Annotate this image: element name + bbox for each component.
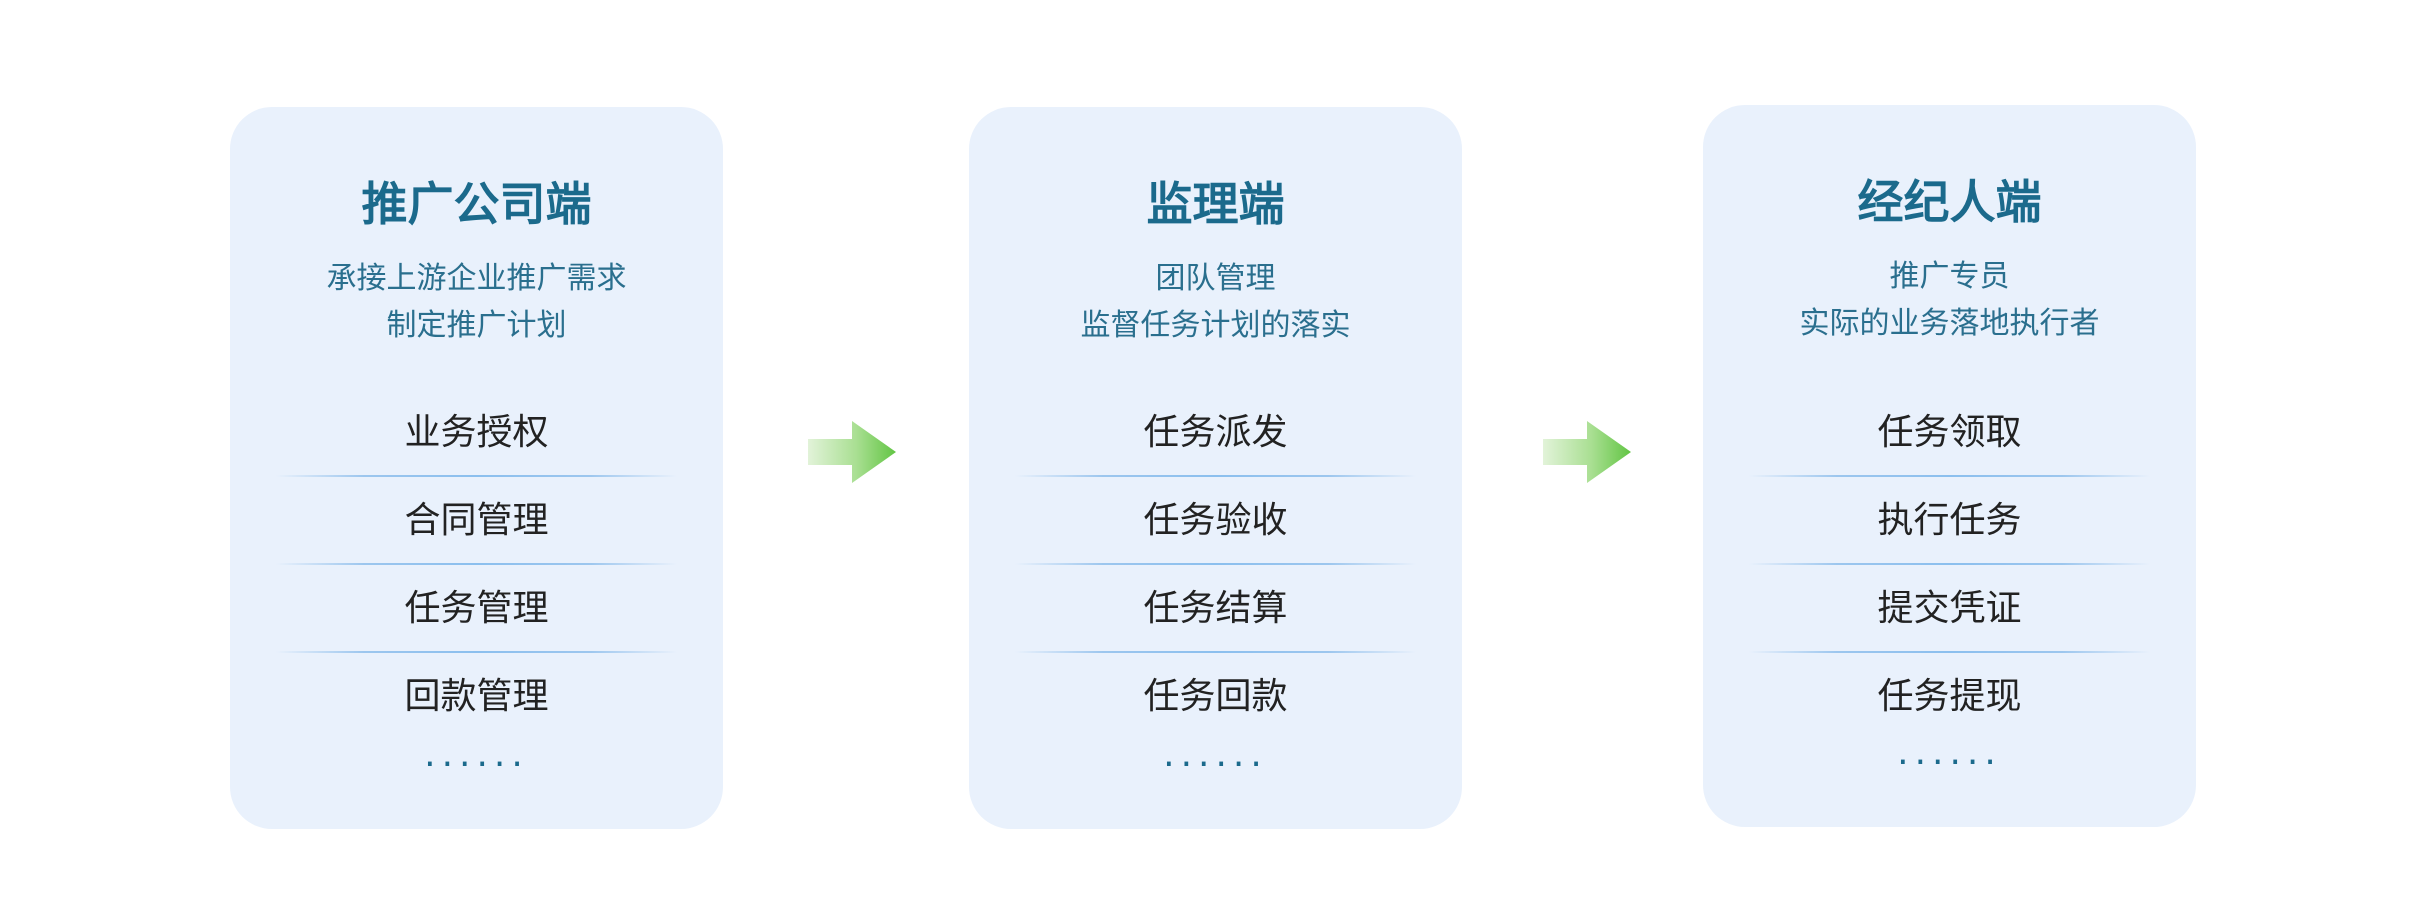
list-item-label: 任务派发 bbox=[1143, 412, 1288, 453]
list-item: 任务派发 bbox=[969, 389, 1462, 477]
list-item-label: 任务验收 bbox=[1143, 500, 1288, 541]
divider bbox=[276, 475, 677, 477]
card-description: 团队管理 监督任务计划的落实 bbox=[969, 255, 1462, 349]
list-item: 业务授权 bbox=[230, 389, 723, 477]
list-item: 任务验收 bbox=[969, 477, 1462, 565]
card-description-line: 推广专员 bbox=[1889, 259, 2010, 294]
card-item-list: 业务授权 合同管理 任务管理 回款管理 bbox=[230, 389, 723, 741]
card-agent: 经纪人端 推广专员 实际的业务落地执行者 任务领取 执行任务 提交凭证 任务提现… bbox=[1703, 105, 2196, 827]
card-description-line: 监督任务计划的落实 bbox=[1080, 308, 1351, 343]
right-arrow-icon bbox=[1543, 421, 1631, 483]
list-item-label: 任务领取 bbox=[1877, 412, 2022, 453]
divider bbox=[1749, 475, 2150, 477]
card-title: 推广公司端 bbox=[361, 177, 592, 231]
list-item: 任务回款 bbox=[969, 653, 1462, 741]
list-item: 回款管理 bbox=[230, 653, 723, 741]
card-description: 承接上游企业推广需求 制定推广计划 bbox=[230, 255, 723, 349]
divider bbox=[1015, 475, 1416, 477]
card-item-list: 任务领取 执行任务 提交凭证 任务提现 bbox=[1703, 389, 2196, 741]
divider bbox=[276, 651, 677, 653]
card-description-line: 团队管理 bbox=[1155, 261, 1276, 296]
list-item-label: 回款管理 bbox=[404, 676, 549, 717]
list-item-label: 任务提现 bbox=[1877, 676, 2022, 717]
card-promotion-company: 推广公司端 承接上游企业推广需求 制定推广计划 业务授权 合同管理 任务管理 回… bbox=[230, 107, 723, 829]
list-item: 任务管理 bbox=[230, 565, 723, 653]
card-title: 监理端 bbox=[1146, 177, 1285, 231]
more-ellipsis: ...... bbox=[424, 734, 529, 775]
card-supervisor: 监理端 团队管理 监督任务计划的落实 任务派发 任务验收 任务结算 任务回款 .… bbox=[969, 107, 1462, 829]
right-arrow-icon bbox=[808, 421, 896, 483]
card-description-line: 承接上游企业推广需求 bbox=[326, 261, 627, 296]
list-item: 任务领取 bbox=[1703, 389, 2196, 477]
card-description-line: 制定推广计划 bbox=[386, 308, 567, 343]
divider bbox=[1749, 563, 2150, 565]
list-item-label: 业务授权 bbox=[404, 412, 549, 453]
divider bbox=[1015, 563, 1416, 565]
more-ellipsis: ...... bbox=[1163, 734, 1268, 775]
list-item: 合同管理 bbox=[230, 477, 723, 565]
list-item-label: 任务回款 bbox=[1143, 676, 1288, 717]
divider bbox=[276, 563, 677, 565]
divider bbox=[1015, 651, 1416, 653]
list-item-label: 执行任务 bbox=[1877, 500, 2022, 541]
card-description-line: 实际的业务落地执行者 bbox=[1799, 306, 2100, 341]
list-item: 任务提现 bbox=[1703, 653, 2196, 741]
card-title: 经纪人端 bbox=[1857, 175, 2042, 229]
list-item: 任务结算 bbox=[969, 565, 1462, 653]
list-item: 提交凭证 bbox=[1703, 565, 2196, 653]
list-item-label: 合同管理 bbox=[404, 500, 549, 541]
list-item-label: 任务管理 bbox=[404, 588, 549, 629]
card-description: 推广专员 实际的业务落地执行者 bbox=[1703, 253, 2196, 347]
divider bbox=[1749, 651, 2150, 653]
more-ellipsis: ...... bbox=[1897, 732, 2002, 773]
card-item-list: 任务派发 任务验收 任务结算 任务回款 bbox=[969, 389, 1462, 741]
list-item-label: 任务结算 bbox=[1143, 588, 1288, 629]
list-item-label: 提交凭证 bbox=[1877, 588, 2022, 629]
list-item: 执行任务 bbox=[1703, 477, 2196, 565]
